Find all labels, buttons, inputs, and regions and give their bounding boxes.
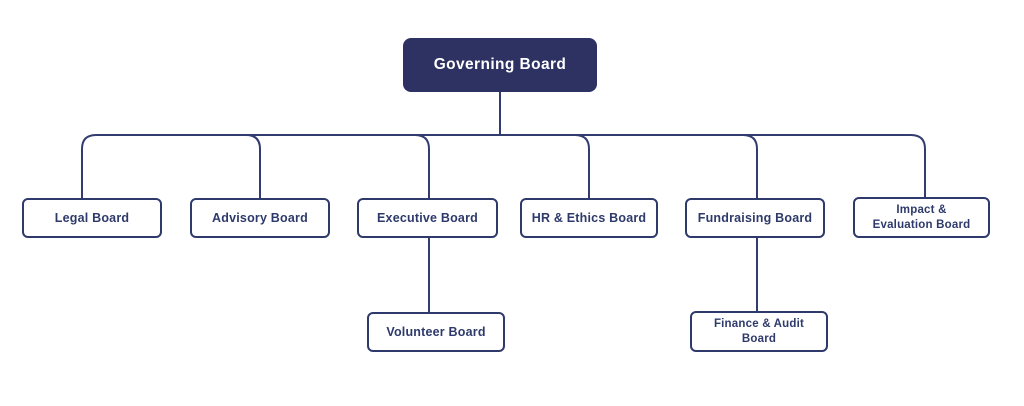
node-impact-evaluation-board-label: Impact & Evaluation Board (872, 203, 971, 231)
node-fundraising-board-label: Fundraising Board (697, 211, 813, 225)
node-advisory-board: Advisory Board (190, 198, 330, 238)
node-volunteer-board: Volunteer Board (367, 312, 505, 352)
node-finance-audit-board-label: Finance & Audit Board (713, 317, 805, 345)
connector-branch-fundraising (742, 134, 758, 198)
node-legal-board-label: Legal Board (54, 211, 130, 225)
node-hr-ethics-board: HR & Ethics Board (520, 198, 658, 238)
node-legal-board: Legal Board (22, 198, 162, 238)
node-executive-board-label: Executive Board (377, 211, 478, 225)
node-executive-board: Executive Board (357, 198, 498, 238)
node-fundraising-board: Fundraising Board (685, 198, 825, 238)
connector-branch-advisory (245, 134, 261, 198)
node-volunteer-board-label: Volunteer Board (386, 325, 486, 339)
connector-branch-hr (574, 134, 590, 198)
connector-rail (81, 134, 926, 198)
connector-branch-executive (414, 134, 430, 198)
node-finance-audit-board: Finance & Audit Board (690, 311, 828, 352)
node-governing-board-label: Governing Board (433, 56, 567, 73)
node-hr-ethics-board-label: HR & Ethics Board (531, 211, 647, 225)
node-impact-evaluation-board: Impact & Evaluation Board (853, 197, 990, 238)
node-governing-board: Governing Board (403, 38, 597, 92)
node-advisory-board-label: Advisory Board (212, 211, 308, 225)
